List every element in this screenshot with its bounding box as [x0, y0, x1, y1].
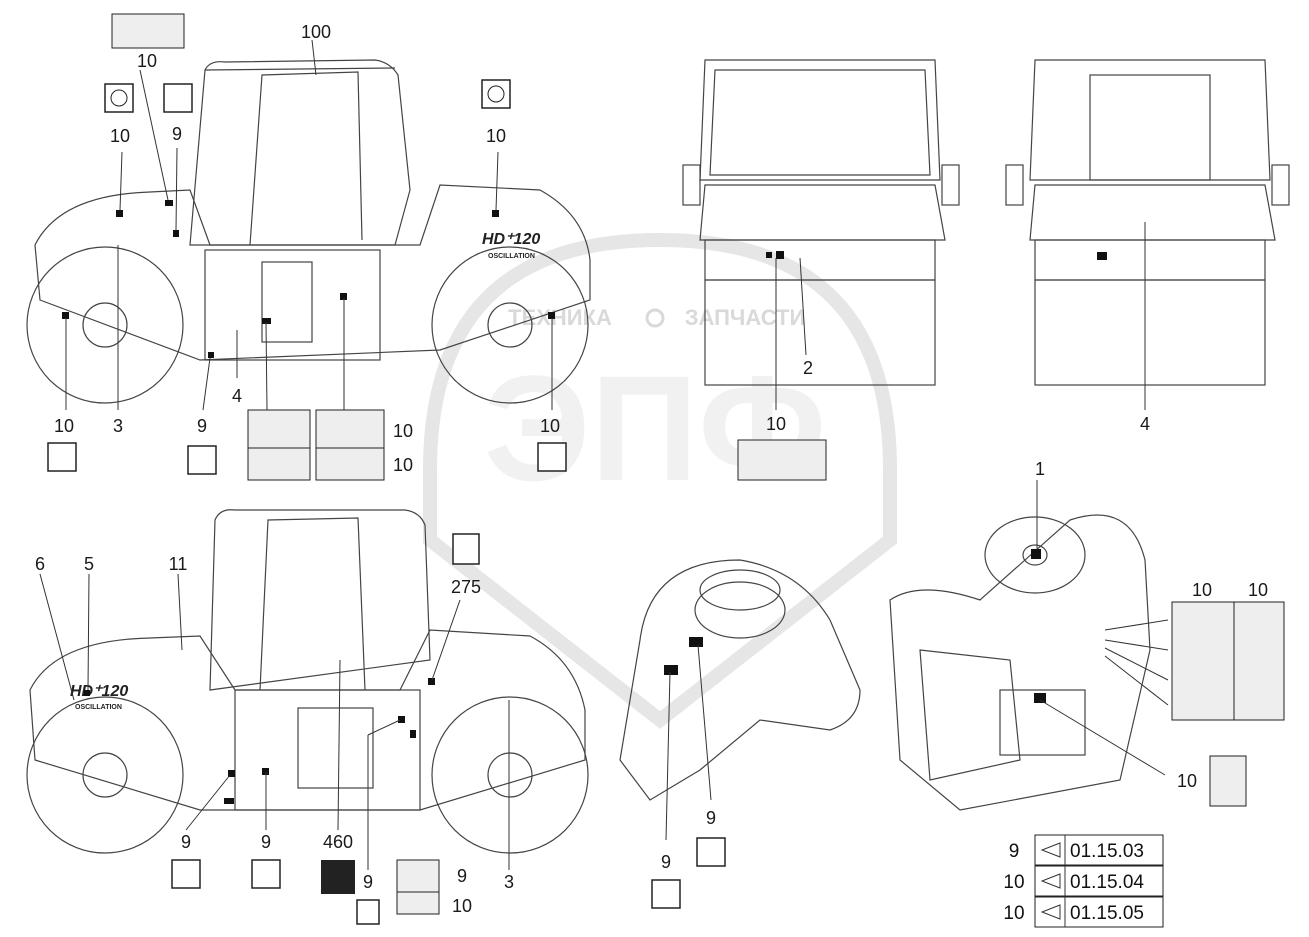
- callout-3: 3: [504, 872, 514, 892]
- eye-icon: [1040, 873, 1061, 889]
- tank-icon: [251, 859, 281, 889]
- model-logo: HD⁺120: [482, 231, 540, 248]
- legend-num: 10: [1003, 903, 1024, 924]
- warning-decal: [247, 447, 311, 481]
- callouts-bottom-left: 6 5 11 275 9 9 460 9 9 10 3: [35, 554, 514, 916]
- callout-275: 275: [451, 577, 481, 597]
- warning-decal-stack: [1233, 601, 1285, 721]
- oil-level-icon: [696, 837, 726, 867]
- noise-level-icon: [321, 860, 355, 894]
- legend-num: 10: [1003, 872, 1024, 893]
- front-drum: [26, 696, 184, 854]
- model-subtitle: OSCILLATION: [75, 704, 122, 711]
- callout-460: 460: [323, 832, 353, 852]
- model-subtitle: OSCILLATION: [488, 253, 535, 260]
- watermark-brand-left: ТЕХНИКА: [508, 305, 612, 330]
- watermark-brand-right: ЗАПЧАСТИ: [685, 305, 806, 330]
- lift-point-icon: [187, 445, 217, 475]
- rear-drum: [431, 246, 589, 404]
- callout-3: 3: [113, 416, 123, 436]
- crush-warning-icon: [315, 409, 385, 449]
- front-view: 2 10: [682, 59, 960, 481]
- callout-9: 9: [457, 866, 467, 886]
- legend-row: 9 01.15.03: [1009, 834, 1164, 866]
- tie-down-icon: [537, 442, 567, 472]
- callout-10: 10: [393, 455, 413, 475]
- decal-label-10: [111, 13, 185, 49]
- legend-table: 9 01.15.03 10 01.15.04 10 01.15.05: [1003, 834, 1164, 928]
- watermark: ЭПФ ТЕХНИКА ЗАПЧАСТИ: [423, 232, 897, 729]
- steering-wheel: [984, 516, 1086, 594]
- callout-10: 10: [137, 51, 157, 71]
- side-view-left: HD⁺120 OSCILLATION: [26, 39, 591, 411]
- icons-top-left: [47, 13, 567, 481]
- fluid-level-icon: [651, 879, 681, 909]
- callout-10: 10: [393, 421, 413, 441]
- cab-interior-view: 1 10 10 10: [889, 459, 1285, 811]
- side-view-right: HD⁺120 OSCILLATION: [26, 509, 589, 870]
- callout-4: 4: [1140, 414, 1150, 434]
- callout-10: 10: [540, 416, 560, 436]
- legend-row: 10 01.15.05: [1003, 896, 1164, 928]
- lift-point-icon: [356, 899, 380, 925]
- callout-9: 9: [706, 808, 716, 828]
- callout-10: 10: [1248, 580, 1268, 600]
- icons-bottom-left: [171, 533, 480, 925]
- callout-9: 9: [661, 852, 671, 872]
- callout-10: 10: [1192, 580, 1212, 600]
- callout-4: 4: [232, 386, 242, 406]
- gear-icon: [645, 308, 665, 328]
- front-drum: [26, 246, 184, 404]
- lift-point-icon: [481, 79, 511, 109]
- legend-code: 01.15.04: [1070, 872, 1144, 893]
- warning-decal: [396, 859, 440, 893]
- callout-10: 10: [766, 414, 786, 434]
- callout-11: 11: [169, 554, 188, 574]
- legend-num: 9: [1009, 841, 1020, 862]
- side-decal: [1209, 755, 1247, 807]
- callout-9: 9: [181, 832, 191, 852]
- hydraulic-icon: [171, 859, 201, 889]
- legend-code: 01.15.05: [1070, 903, 1144, 924]
- callout-9: 9: [363, 872, 373, 892]
- warning-decal: [396, 891, 440, 915]
- callout-10: 10: [54, 416, 74, 436]
- warning-icon: [104, 83, 134, 113]
- fuel-icon: [163, 83, 193, 113]
- callout-100: 100: [301, 22, 331, 42]
- callout-10: 10: [486, 126, 506, 146]
- watermark-logo: ЭПФ: [484, 344, 827, 512]
- callout-1: 1: [1035, 459, 1045, 479]
- rear-view: 4: [1005, 59, 1290, 434]
- callout-6: 6: [35, 554, 45, 574]
- eye-icon: [1040, 904, 1061, 920]
- warning-decal-stack: [1171, 601, 1235, 721]
- callout-2: 2: [803, 358, 813, 378]
- callouts-top-left: 100 10 10 9 10 10 3 9 4 10 10 10: [54, 22, 560, 475]
- warning-decal: [737, 439, 827, 481]
- legend-code: 01.15.03: [1070, 841, 1144, 862]
- engine-view: 9 9: [619, 559, 861, 909]
- eye-icon: [1040, 842, 1061, 858]
- rear-drum: [431, 696, 589, 854]
- callout-10: 10: [110, 126, 130, 146]
- callout-10: 10: [1177, 771, 1197, 791]
- callout-5: 5: [84, 554, 94, 574]
- model-logo: HD⁺120: [70, 683, 128, 700]
- tie-down-icon: [47, 442, 77, 472]
- callout-9: 9: [197, 416, 207, 436]
- crush-warning-icon: [247, 409, 311, 449]
- callout-10: 10: [452, 896, 472, 916]
- callout-9: 9: [172, 124, 182, 144]
- legend-row: 10 01.15.04: [1003, 865, 1164, 897]
- warning-decal: [315, 447, 385, 481]
- oil-icon: [452, 533, 480, 565]
- callout-9: 9: [261, 832, 271, 852]
